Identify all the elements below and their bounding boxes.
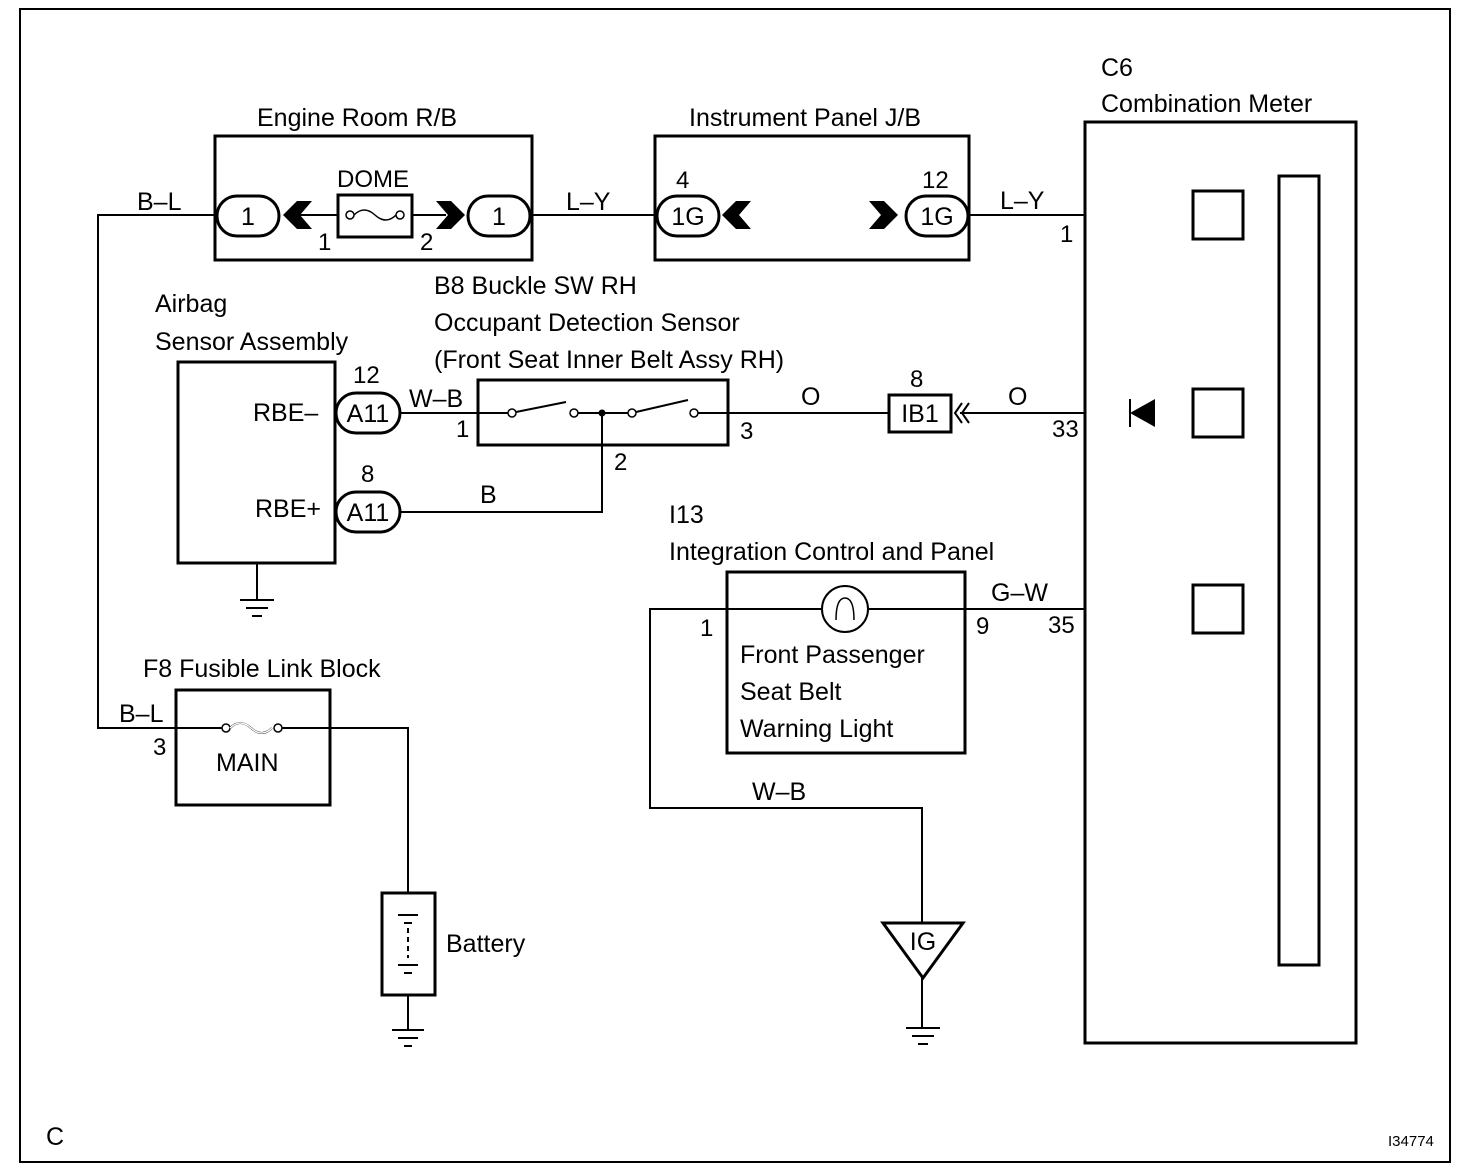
wire-label: W–B xyxy=(752,778,806,806)
instrument-panel-jb: Instrument Panel J/B 1G 1G 4 12 xyxy=(653,104,971,262)
corner-letter: C xyxy=(46,1123,64,1151)
combination-meter: C6 Combination Meter 1 33 35 xyxy=(1048,54,1358,1045)
connector-arrow-icon xyxy=(436,201,465,229)
svg-text:1: 1 xyxy=(700,615,713,642)
meter-terminal xyxy=(1191,387,1245,439)
integration-control-panel: I13 Integration Control and Panel Front … xyxy=(669,501,994,755)
wire-label: O xyxy=(801,383,820,411)
svg-text:Sensor Assembly: Sensor Assembly xyxy=(155,328,349,356)
wire-label: B–L xyxy=(137,188,182,216)
lamp-icon xyxy=(821,585,869,633)
svg-text:Battery: Battery xyxy=(446,930,526,958)
svg-text:2: 2 xyxy=(420,229,433,256)
svg-text:F8 Fusible Link Block: F8 Fusible Link Block xyxy=(143,655,381,683)
svg-text:2: 2 xyxy=(614,449,627,476)
wire-label: B xyxy=(480,481,497,509)
svg-text:Seat Belt: Seat Belt xyxy=(740,678,842,706)
svg-text:IB1: IB1 xyxy=(901,400,939,428)
meter-code: C6 xyxy=(1101,54,1133,82)
engine-room-title: Engine Room R/B xyxy=(257,104,457,132)
svg-text:Airbag: Airbag xyxy=(155,290,227,318)
svg-text:1: 1 xyxy=(492,203,506,231)
svg-text:1G: 1G xyxy=(671,203,704,231)
svg-text:3: 3 xyxy=(153,734,166,761)
figure-id: I34774 xyxy=(1388,1133,1434,1150)
connector-arrow-icon xyxy=(283,201,312,229)
svg-text:33: 33 xyxy=(1052,416,1079,443)
wire-label: L–Y xyxy=(566,188,611,216)
svg-text:I13: I13 xyxy=(669,501,704,529)
svg-text:RBE+: RBE+ xyxy=(255,495,321,523)
airbag-sensor-assembly: Airbag Sensor Assembly RBE– RBE+ A11 A11… xyxy=(155,290,402,617)
svg-text:Occupant Detection Sensor: Occupant Detection Sensor xyxy=(434,309,740,337)
fusible-link-block: F8 Fusible Link Block MAIN 3 xyxy=(143,655,381,807)
meter-terminal xyxy=(1191,583,1245,635)
wire-label: O xyxy=(1008,383,1027,411)
svg-text:1: 1 xyxy=(456,416,469,443)
wire-label: B–L xyxy=(119,700,164,728)
svg-text:Warning Light: Warning Light xyxy=(740,715,893,743)
svg-text:Integration Control and Panel: Integration Control and Panel xyxy=(669,538,994,566)
svg-text:A11: A11 xyxy=(347,400,390,428)
svg-text:1: 1 xyxy=(318,229,331,256)
wire-label: W–B xyxy=(409,385,463,413)
meter-title: Combination Meter xyxy=(1101,90,1312,118)
svg-text:1G: 1G xyxy=(920,203,953,231)
svg-text:8: 8 xyxy=(361,461,374,488)
diagram-frame xyxy=(19,8,1451,1163)
engine-room-connector-right xyxy=(466,194,532,238)
battery: Battery xyxy=(380,891,526,1047)
instrument-panel-title: Instrument Panel J/B xyxy=(689,104,921,132)
svg-text:12: 12 xyxy=(353,362,380,389)
svg-text:1: 1 xyxy=(1060,221,1073,248)
connector-arrow-icon xyxy=(953,402,963,424)
connector-arrow-icon xyxy=(869,201,898,229)
svg-text:(Front Seat Inner Belt Assy RH: (Front Seat Inner Belt Assy RH) xyxy=(434,346,784,374)
connector-arrow-icon xyxy=(722,201,751,229)
svg-text:3: 3 xyxy=(740,418,753,445)
dome-fuse-label: DOME xyxy=(337,166,409,193)
wire-label: L–Y xyxy=(1000,187,1045,215)
svg-text:4: 4 xyxy=(676,167,689,194)
svg-text:B8 Buckle SW RH: B8 Buckle SW RH xyxy=(434,272,637,300)
main-fuse-label: MAIN xyxy=(216,749,279,777)
svg-text:RBE–: RBE– xyxy=(253,399,318,427)
wire-label: G–W xyxy=(991,579,1048,607)
meter-bus xyxy=(1277,174,1321,967)
svg-text:35: 35 xyxy=(1048,612,1075,639)
meter-terminal xyxy=(1191,189,1245,241)
engine-room-connector-left xyxy=(215,194,281,238)
diode-icon xyxy=(1130,399,1155,427)
svg-text:Front Passenger: Front Passenger xyxy=(740,641,925,669)
svg-text:A11: A11 xyxy=(347,499,390,527)
svg-text:IG: IG xyxy=(910,928,936,956)
engine-room-rb: Engine Room R/B 1 DOME 1 1 2 xyxy=(213,104,534,262)
svg-text:12: 12 xyxy=(922,167,949,194)
svg-text:8: 8 xyxy=(910,366,923,393)
buckle-switch: B8 Buckle SW RH Occupant Detection Senso… xyxy=(434,272,784,476)
svg-text:9: 9 xyxy=(976,613,989,640)
ib1-connector: IB1 8 xyxy=(887,366,970,434)
ig-ground-symbol: IG xyxy=(880,921,966,1045)
svg-text:1: 1 xyxy=(241,203,255,231)
